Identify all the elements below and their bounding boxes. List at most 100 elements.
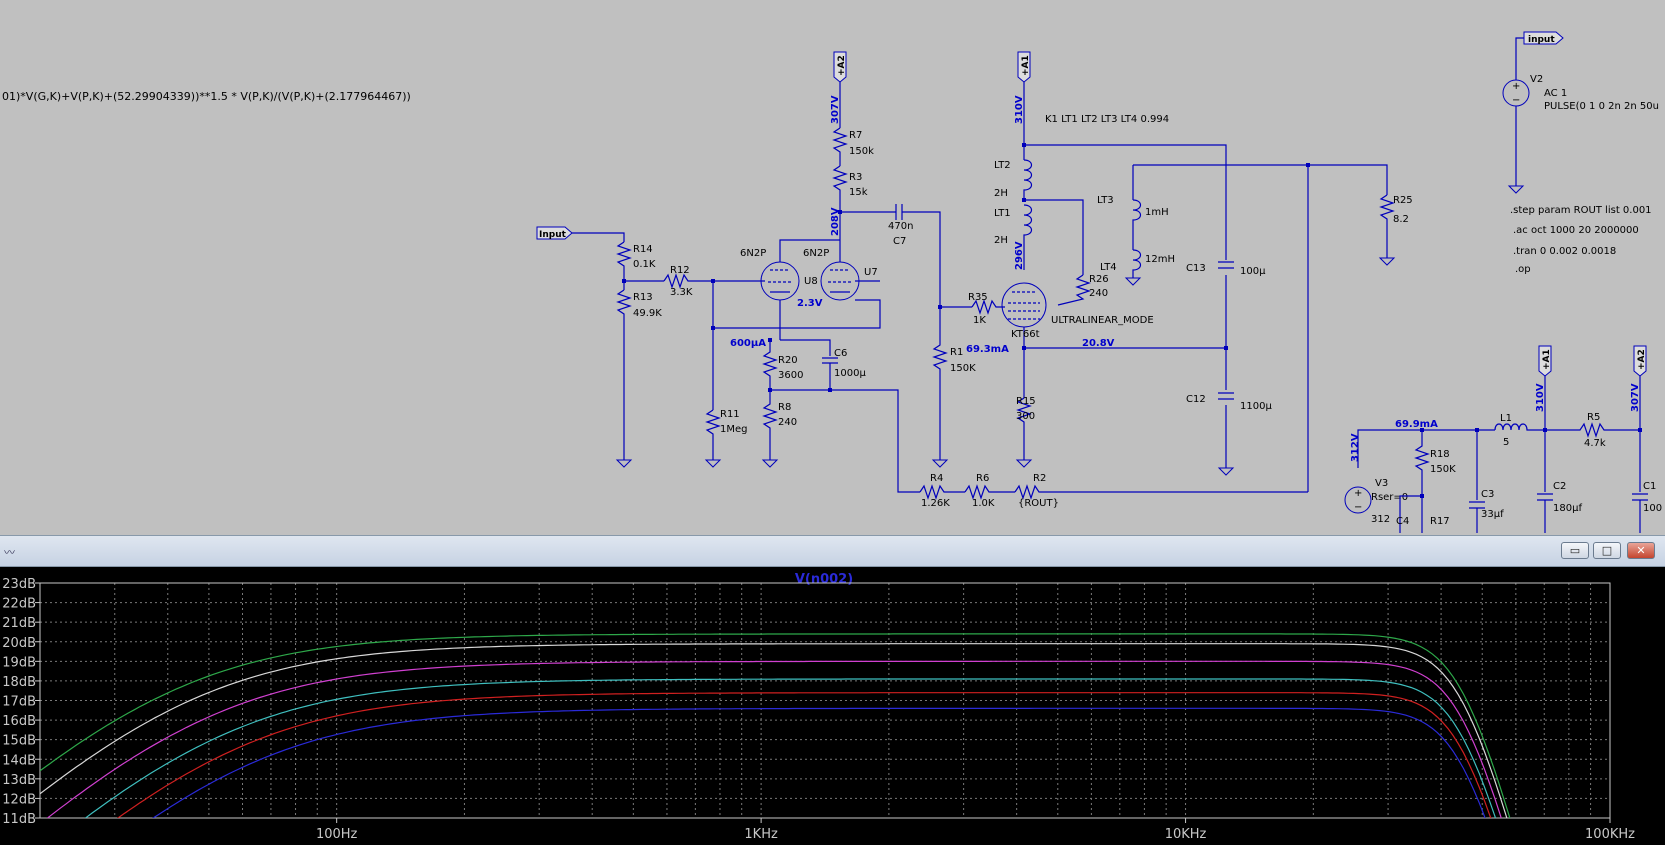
svg-text:C7: C7	[893, 236, 906, 247]
directive-ac[interactable]: .ac oct 1000 20 2000000	[1513, 225, 1639, 236]
inductor-lt2[interactable]: LT2 2H	[994, 159, 1033, 200]
svg-text:LT4: LT4	[1100, 262, 1117, 273]
schematic-canvas[interactable]: 01)*V(G,K)+V(P,K)+(52.29904339))**1.5 * …	[0, 0, 1665, 533]
resistor-r1[interactable]: R1 150K	[932, 307, 976, 460]
svg-text:C12: C12	[1186, 394, 1206, 405]
inductor-l1[interactable]: L1 5	[1494, 413, 1545, 448]
resistor-r13[interactable]: R13 49.9K	[616, 289, 662, 460]
input-net-flag[interactable]: Input	[536, 226, 573, 240]
schematic-drawing[interactable]: 01)*V(G,K)+V(P,K)+(52.29904339))**1.5 * …	[0, 0, 1665, 533]
voltage-source-v3[interactable]: + − V3 Rser=0 312	[1344, 478, 1408, 525]
maximize-button[interactable]: □	[1593, 542, 1621, 559]
resistor-r11[interactable]: R11 1Meg	[705, 409, 748, 460]
svg-text:R26: R26	[1089, 274, 1109, 285]
svg-text:+: +	[1354, 488, 1362, 499]
resistor-r12[interactable]: R12 3.3K	[663, 265, 713, 298]
directive-step[interactable]: .step param ROUT list 0.001	[1510, 205, 1652, 216]
inductor-lt3[interactable]: LT3 1mH	[1097, 195, 1169, 250]
y-tick-label: 11dB	[2, 812, 36, 827]
plot-window-titlebar[interactable]: 〰 ▭ □ ✕	[0, 535, 1665, 567]
svg-text:310V: 310V	[1014, 95, 1025, 124]
bode-plot[interactable]: V(n002) 23dB22dB21dB20dB19dB18dB17dB16dB…	[0, 566, 1665, 845]
svg-text:R20: R20	[778, 355, 798, 366]
resistor-r8[interactable]: R8 240	[762, 390, 797, 460]
close-button[interactable]: ✕	[1627, 542, 1655, 559]
minimize-button[interactable]: ▭	[1561, 542, 1589, 559]
resistor-r15[interactable]: R15 R15 R15	[1016, 396, 1037, 460]
svg-text:R2: R2	[1033, 473, 1046, 484]
resistor-r5[interactable]: R5 4.7k	[1545, 412, 1640, 449]
svg-text:15k: 15k	[849, 187, 868, 198]
svg-text:208V: 208V	[830, 207, 841, 236]
resistor-r2[interactable]: R2 {ROUT}	[1014, 473, 1308, 509]
resistor-r7[interactable]: R7 150k	[832, 127, 874, 166]
capacitor-c4[interactable]: C4	[1396, 495, 1422, 533]
svg-text:R12: R12	[670, 265, 690, 276]
svg-text:240: 240	[778, 417, 797, 428]
inductor-lt1[interactable]: LT1 2H	[994, 204, 1033, 270]
svg-text:LT3: LT3	[1097, 195, 1114, 206]
capacitor-c3[interactable]: C3 33µf	[1469, 430, 1504, 533]
triode-u8[interactable]: 6N2P U8	[740, 248, 818, 340]
svg-text:4.7k: 4.7k	[1584, 438, 1606, 449]
capacitor-c1[interactable]: C1 100	[1632, 430, 1662, 533]
resistor-r18[interactable]: R18 150K	[1414, 430, 1456, 533]
pentode-kt66[interactable]: KT66t ULTRALINEAR_MODE	[1001, 282, 1154, 398]
behavioral-formula: 01)*V(G,K)+V(P,K)+(52.29904339))**1.5 * …	[2, 90, 411, 103]
svg-text:R35: R35	[968, 292, 988, 303]
capacitor-c12[interactable]: C12 1100µ	[1186, 392, 1272, 412]
resistor-r14[interactable]: R14 0.1K	[616, 241, 656, 281]
input-flag-label: Input	[539, 230, 567, 240]
resistor-r25[interactable]: R25 8.2	[1379, 194, 1413, 258]
trace-5[interactable]	[40, 692, 1610, 838]
capacitor-c13[interactable]: C13 100µ	[1186, 261, 1266, 277]
svg-text:1K: 1K	[973, 315, 986, 326]
svg-text:+: +	[1512, 81, 1520, 92]
svg-text:100µ: 100µ	[1240, 266, 1266, 277]
directive-tran[interactable]: .tran 0 0.002 0.0018	[1513, 246, 1616, 257]
directive-op[interactable]: .op	[1515, 264, 1531, 275]
resistor-r20[interactable]: R20 3600	[762, 340, 803, 390]
capacitor-c7[interactable]: 470n C7	[840, 204, 941, 307]
svg-text:−: −	[1354, 502, 1362, 513]
resistor-r6[interactable]: R6 1.0K	[964, 473, 1015, 509]
trace-title[interactable]: V(n002)	[795, 572, 853, 587]
svg-text:R25: R25	[1393, 195, 1413, 206]
svg-text:1Meg: 1Meg	[720, 424, 748, 435]
rail-a1-flag-psu[interactable]: +A1	[1538, 345, 1552, 377]
rail-a1-flag[interactable]: +A1	[1017, 51, 1031, 83]
inductor-lt4[interactable]: LT4 12mH	[1100, 249, 1175, 278]
voltage-source-v2[interactable]: + − V2 AC 1 PULSE(0 1 0 2n 2n 50u	[1502, 74, 1659, 112]
svg-text:312: 312	[1371, 514, 1390, 525]
trace-1[interactable]	[40, 633, 1610, 838]
resistor-r4[interactable]: R4 1.26K	[919, 473, 965, 509]
svg-text:R14: R14	[633, 244, 653, 255]
rail-a2-flag[interactable]: +A2	[833, 51, 847, 83]
waveform-app-icon: 〰	[4, 546, 15, 559]
triode-u7[interactable]: 6N2P U7	[803, 248, 878, 301]
capacitor-c6[interactable]: C6 1000µ	[822, 348, 866, 390]
resistor-r17[interactable]: R17	[1430, 516, 1450, 527]
svg-text:33µf: 33µf	[1481, 509, 1504, 520]
resistor-r26[interactable]: R26 240	[1057, 274, 1109, 306]
y-tick-label: 17dB	[2, 695, 36, 710]
resistor-r35[interactable]: R35 1K	[968, 292, 1005, 326]
svg-text:ULTRALINEAR_MODE: ULTRALINEAR_MODE	[1051, 315, 1154, 326]
trace-4[interactable]	[40, 678, 1610, 838]
svg-text:input: input	[1528, 35, 1555, 45]
svg-text:R3: R3	[849, 172, 862, 183]
rail-a2-flag-psu[interactable]: +A2	[1633, 345, 1647, 377]
input-flag-top[interactable]: input	[1523, 31, 1564, 45]
capacitor-c2[interactable]: C2 180µf	[1537, 430, 1582, 533]
svg-text:Rser=0: Rser=0	[1371, 492, 1408, 503]
trace-6[interactable]	[40, 707, 1610, 837]
svg-text:8.2: 8.2	[1393, 214, 1409, 225]
svg-text:U8: U8	[804, 276, 818, 287]
svg-text:R1: R1	[950, 347, 963, 358]
trace-3[interactable]	[40, 660, 1610, 837]
svg-text:1mH: 1mH	[1145, 207, 1169, 218]
svg-text:296V: 296V	[1014, 241, 1025, 270]
resistor-r3[interactable]: R3 15k	[832, 165, 868, 212]
trace-2[interactable]	[40, 643, 1610, 838]
